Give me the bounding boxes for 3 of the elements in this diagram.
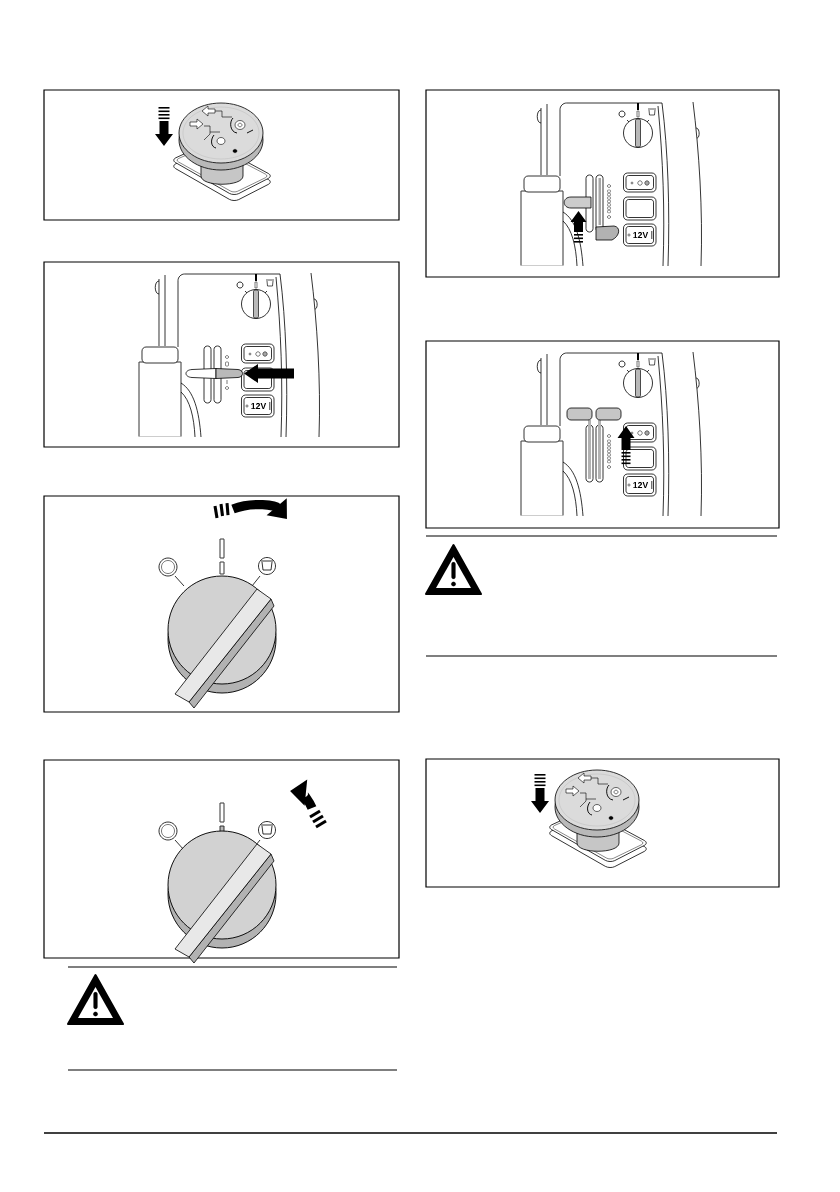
voltage-label: 12V xyxy=(251,403,267,410)
voltage-label: 12V xyxy=(633,482,649,489)
voltage-label: 12V xyxy=(633,232,649,239)
